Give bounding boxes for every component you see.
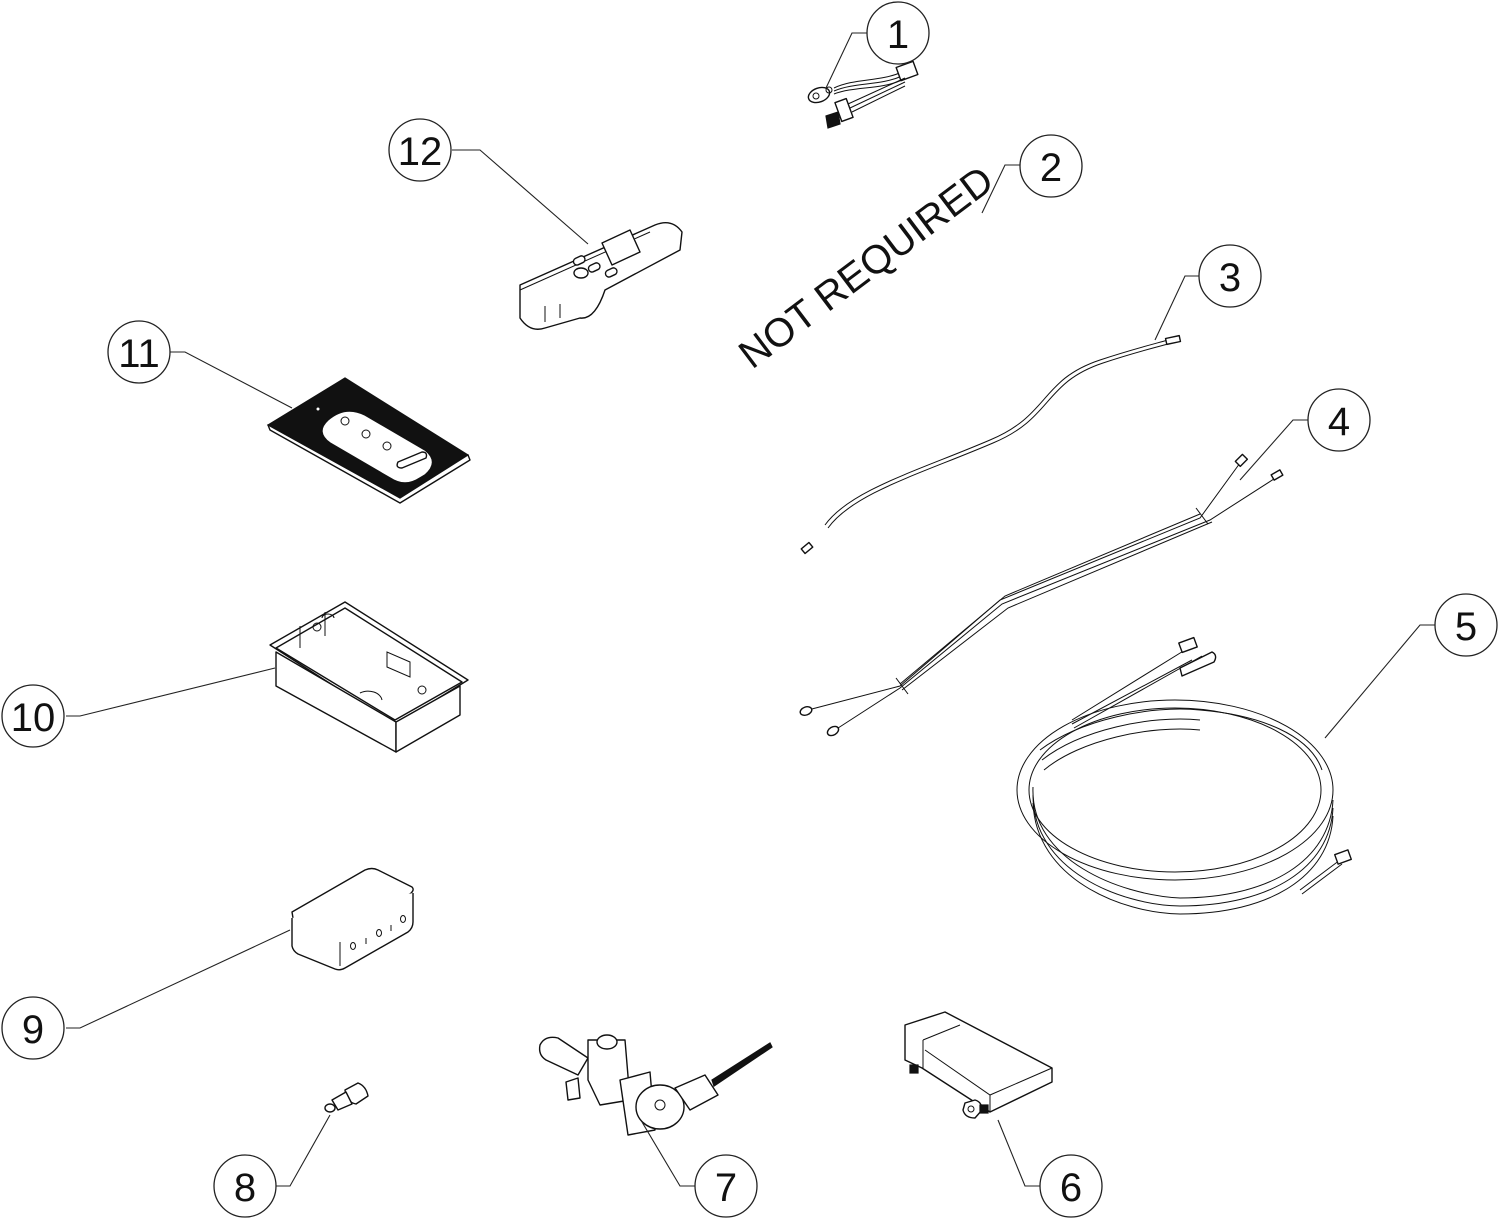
callout-6: 6 bbox=[1039, 1154, 1103, 1218]
leader-1 bbox=[825, 32, 867, 89]
callout-10: 10 bbox=[1, 684, 65, 748]
leader-12 bbox=[452, 149, 589, 245]
callout-9: 9 bbox=[1, 996, 65, 1060]
svg-text:6: 6 bbox=[1060, 1166, 1082, 1210]
callout-1: 1 bbox=[866, 1, 930, 65]
svg-text:1: 1 bbox=[887, 13, 909, 57]
not-required-note: NOT REQUIRED bbox=[731, 158, 1002, 377]
svg-text:11: 11 bbox=[118, 332, 160, 376]
callout-11: 11 bbox=[107, 320, 171, 384]
leader-3 bbox=[1154, 275, 1199, 341]
callout-8: 8 bbox=[213, 1154, 277, 1218]
part-10-wall-box bbox=[269, 601, 469, 753]
svg-text:3: 3 bbox=[1219, 256, 1241, 300]
leader-5 bbox=[1324, 624, 1435, 739]
svg-text:7: 7 bbox=[715, 1166, 737, 1210]
svg-text:5: 5 bbox=[1455, 605, 1477, 649]
callout-7: 7 bbox=[694, 1154, 758, 1218]
callout-4: 4 bbox=[1307, 388, 1371, 452]
leader-11 bbox=[170, 351, 293, 409]
leader-9 bbox=[66, 929, 291, 1029]
callout-3: 3 bbox=[1198, 244, 1262, 308]
part-3-wire-lead bbox=[800, 334, 1182, 555]
part-1-battery-harness bbox=[807, 60, 919, 129]
svg-text:12: 12 bbox=[398, 130, 443, 174]
leader-8 bbox=[275, 1114, 331, 1187]
leader-7 bbox=[641, 1121, 695, 1187]
part-5-coiled-cable bbox=[1016, 636, 1352, 915]
svg-text:4: 4 bbox=[1328, 400, 1350, 444]
callout-12: 12 bbox=[388, 118, 452, 182]
part-12-remote-control bbox=[519, 222, 683, 330]
part-7-gas-valve bbox=[538, 1034, 773, 1136]
svg-text:10: 10 bbox=[11, 696, 56, 740]
svg-text:2: 2 bbox=[1040, 146, 1062, 190]
part-4-wire-harness bbox=[799, 453, 1284, 737]
part-9-receiver-box bbox=[291, 867, 414, 971]
leader-10 bbox=[66, 667, 276, 717]
leader-6 bbox=[997, 1119, 1040, 1187]
callout-2: 2 bbox=[1019, 134, 1083, 198]
leader-4 bbox=[1239, 419, 1308, 481]
leader-2 bbox=[981, 164, 1020, 214]
leader-lines bbox=[66, 32, 1435, 1187]
svg-text:8: 8 bbox=[234, 1166, 256, 1210]
part-11-wall-plate bbox=[266, 377, 471, 504]
svg-text:9: 9 bbox=[22, 1008, 44, 1052]
part-8-fitting bbox=[324, 1082, 369, 1113]
part-6-control-module bbox=[904, 1011, 1053, 1119]
callout-5: 5 bbox=[1434, 593, 1498, 657]
